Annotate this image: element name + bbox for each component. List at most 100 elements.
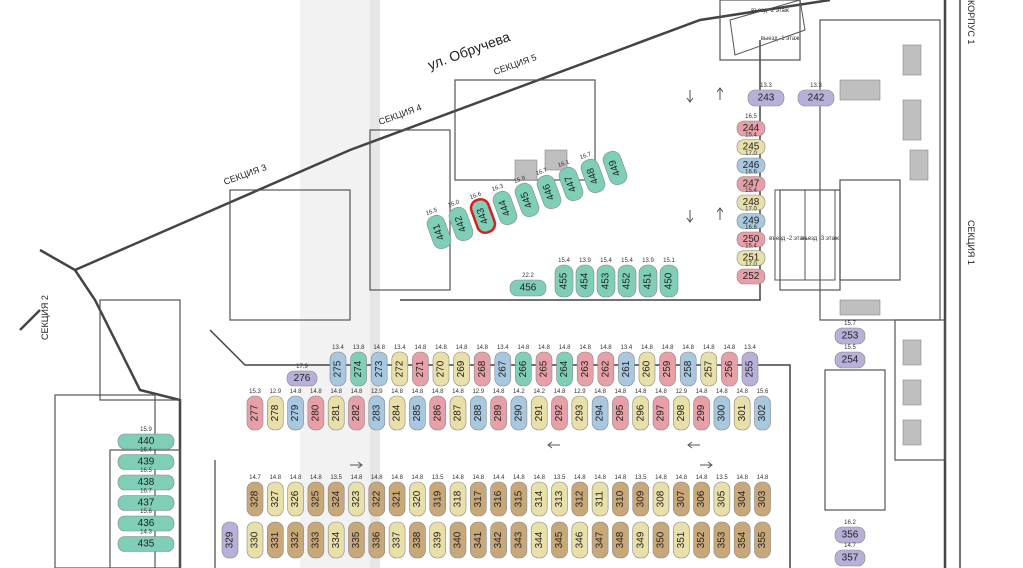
parking-spot-333[interactable]: 333 [307,521,325,559]
parking-spot-332[interactable]: 332 [287,521,304,559]
parking-spot-354[interactable]: 354 [733,521,751,559]
parking-spot-336[interactable]: 336 [368,521,386,559]
parking-spot-350[interactable]: 350 [652,521,670,559]
parking-spot-343[interactable]: 343 [510,521,528,559]
parking-spot-338[interactable]: 338 [409,521,426,559]
parking-spot-347[interactable]: 347 [591,521,609,559]
parking-spot-352[interactable]: 352 [693,521,710,559]
parking-spot-340[interactable]: 340 [449,521,467,559]
parking-spot-334[interactable]: 334 [327,521,345,559]
parking-spot-351[interactable]: 351 [672,521,690,559]
parking-spot-449[interactable]: 449 [601,149,630,187]
parking-spot-349[interactable]: 349 [632,521,650,559]
parking-spot-344[interactable]: 344 [530,521,548,559]
parking-spot-337[interactable]: 337 [388,521,406,559]
parking-spot-341[interactable]: 341 [469,521,487,559]
parking-spot-335[interactable]: 335 [348,521,365,559]
